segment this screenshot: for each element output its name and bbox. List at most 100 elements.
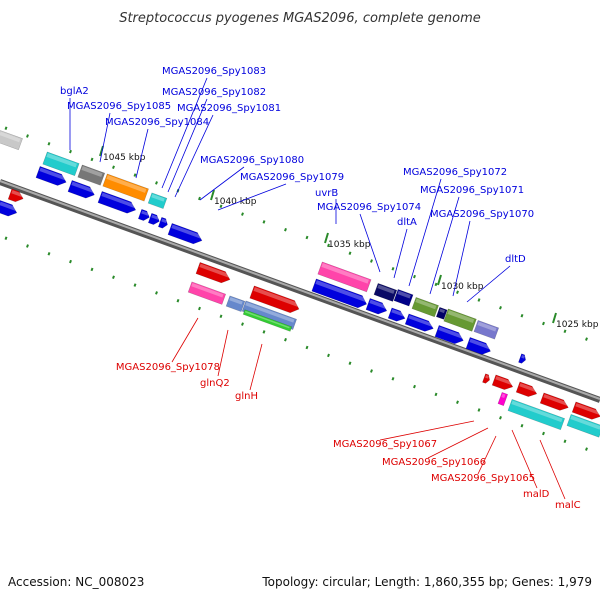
gene-label: MGAS2096_Spy1078 [116,362,220,373]
minor-tick [155,291,158,295]
minor-tick [305,345,309,350]
major-tick [437,274,442,286]
minor-tick [284,227,287,232]
minor-tick [198,306,201,311]
gene-label: dltD [505,254,526,265]
gene-feature [157,216,168,229]
label-leader-line [167,98,208,193]
gene-feature [187,281,227,305]
minor-tick [520,423,524,428]
gene-feature [497,392,509,407]
gene-label: uvrB [315,188,338,199]
gene-feature [42,151,80,177]
minor-tick [112,165,115,169]
genome-summary-text: Topology: circular; Length: 1,860,355 bp… [262,575,592,589]
minor-tick [219,314,223,319]
minor-tick [305,235,309,240]
gene-label: dltA [397,217,417,228]
minor-tick [47,142,51,146]
label-leader-line [452,220,471,297]
gene-label: MGAS2096_Spy1083 [162,66,266,77]
label-leader-line [477,435,497,475]
minor-tick [520,313,524,318]
minor-tick [284,337,287,342]
minor-tick [241,212,244,216]
label-leader-line [199,166,245,201]
minor-tick [391,267,395,271]
gene-label: MGAS2096_Spy1080 [200,155,304,166]
gene-feature [77,164,106,186]
minor-tick [112,275,115,279]
tick-label: 1035 kbp [328,240,371,250]
label-leader-line [429,196,460,295]
minor-tick [413,274,416,279]
major-tick [552,312,557,324]
gene-label: MGAS2096_Spy1070 [430,209,534,220]
label-leader-line [427,427,489,459]
gene-feature [465,337,491,355]
gene-label: bglA2 [60,86,89,97]
label-leader-line [249,343,263,391]
gene-feature [167,223,203,245]
minor-tick [4,236,8,240]
tick-label: 1030 kbp [441,282,484,292]
gene-feature [249,285,300,314]
label-leader-line [379,420,475,441]
gene-feature [0,130,23,151]
minor-tick [585,447,588,451]
minor-tick [133,173,137,177]
label-leader-line [171,317,199,363]
minor-tick [4,126,8,130]
minor-tick [563,329,567,334]
minor-tick [241,322,244,326]
major-tick [99,145,104,157]
gene-label: MGAS2096_Spy1072 [403,167,507,178]
gene-feature [571,401,600,420]
gene-feature [242,309,293,332]
label-leader-line [539,439,566,500]
gene-feature [515,381,538,397]
gene-label: MGAS2096_Spy1067 [333,439,437,450]
minor-tick [155,181,158,185]
gene-labels: bglA2MGAS2096_Spy1085MGAS2096_Spy1084MGA… [60,66,581,511]
gene-feature [311,278,367,309]
gene-feature [147,212,160,225]
gene-features [0,130,600,438]
gene-feature [147,192,168,209]
gene-label: MGAS2096_Spy1074 [317,202,421,213]
label-leader-line [217,183,287,211]
gene-label: glnH [235,391,258,402]
minor-tick [499,416,502,420]
gene-label: MGAS2096_Spy1082 [162,87,266,98]
minor-tick [69,259,72,264]
major-tick [210,189,215,201]
gene-feature [518,353,526,364]
minor-tick [90,157,94,162]
minor-tick [499,306,502,310]
minor-tick [456,290,459,294]
minor-ticks [4,126,588,451]
minor-tick [477,298,481,302]
tick-label: 1045 kbp [103,153,146,163]
gene-feature [102,173,149,202]
gene-label: MGAS2096_Spy1065 [431,473,535,484]
minor-tick [391,377,395,381]
minor-tick [456,400,459,404]
minor-tick [370,369,373,373]
minor-tick [133,283,137,287]
label-leader-line [161,77,208,189]
label-leader-line [393,228,408,279]
gene-feature [387,307,406,322]
gene-feature [317,261,372,293]
gene-feature [137,208,150,221]
gene-feature [434,325,464,345]
major-tick [324,232,329,244]
backbone [0,179,600,403]
minor-tick [434,282,438,287]
minor-tick [26,134,29,138]
minor-tick [198,196,201,201]
gene-feature [482,373,490,384]
label-leader-lines [69,77,566,500]
minor-tick [542,321,545,326]
